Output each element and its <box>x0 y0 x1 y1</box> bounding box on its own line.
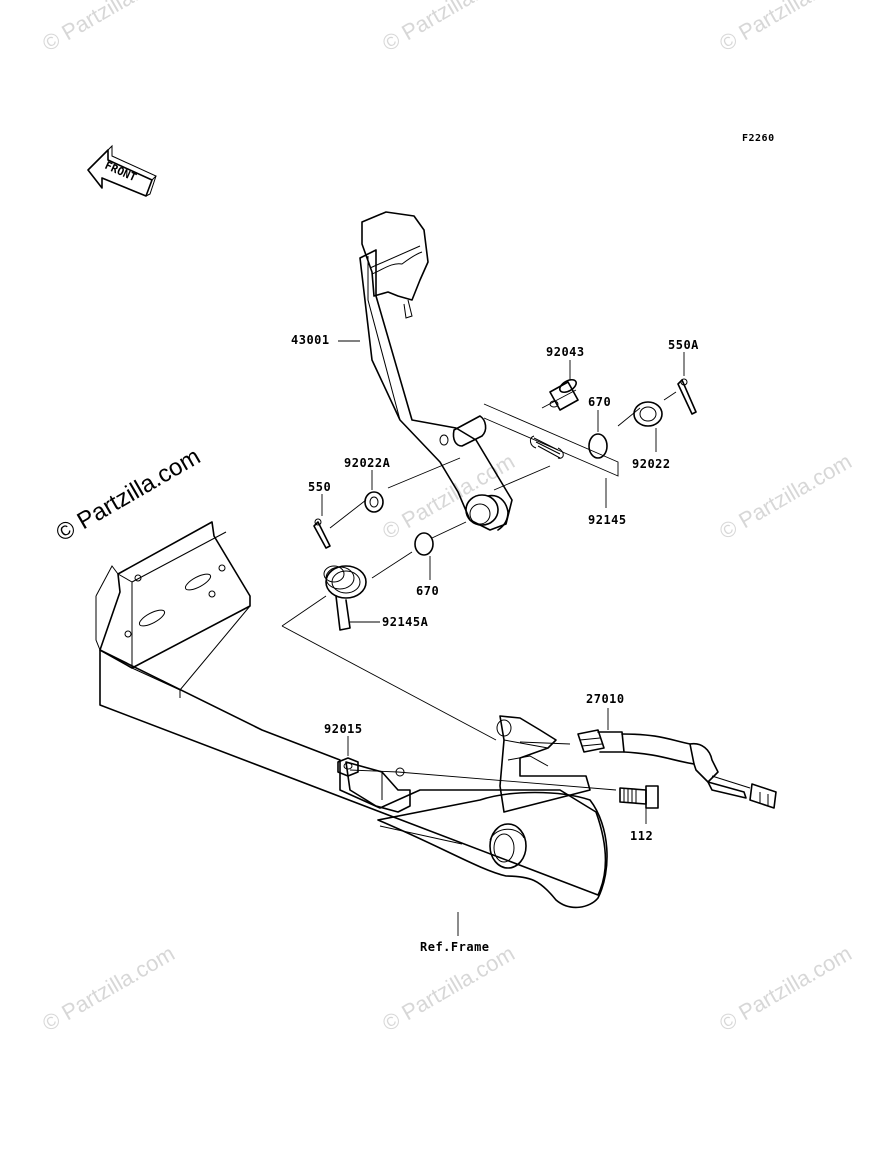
cotter-pin-550 <box>313 518 331 549</box>
brake-switch-27010 <box>577 729 777 809</box>
front-arrow-icon: FRONT <box>87 144 157 197</box>
washer-92022 <box>633 401 663 427</box>
part-label-92022A: 92022A <box>344 456 391 470</box>
axis-line <box>329 499 367 529</box>
watermark: © Partzilla.com <box>38 0 179 56</box>
axis-line <box>519 741 571 745</box>
part-label-27010: 27010 <box>586 692 625 706</box>
part-label-92145: 92145 <box>588 513 627 527</box>
nut-92015 <box>337 757 359 777</box>
brake-pedal-43001 <box>359 211 513 531</box>
axis-line <box>617 407 641 427</box>
axis-line <box>371 551 413 579</box>
bolt-112 <box>619 785 659 809</box>
torsion-spring-92145A <box>323 565 367 631</box>
part-label-550A: 550A <box>668 338 699 352</box>
washer-92022A <box>364 491 384 513</box>
axis-line <box>663 391 677 401</box>
axis-line <box>281 595 327 627</box>
watermark: © Partzilla.com <box>378 0 519 56</box>
part-label-112: 112 <box>630 829 653 843</box>
part-label-670-lower: 670 <box>416 584 439 598</box>
part-label-550: 550 <box>308 480 331 494</box>
watermark: © Partzilla.com <box>715 449 856 545</box>
diagram-code: F2260 <box>742 133 775 144</box>
ref-frame-label: Ref.Frame <box>420 940 490 954</box>
part-label-670-upper: 670 <box>588 395 611 409</box>
cotter-pin-550A <box>677 378 697 415</box>
watermark: © Partzilla.com <box>715 941 856 1037</box>
watermark: © Partzilla.com <box>715 0 856 56</box>
frame <box>95 521 608 909</box>
axis-line <box>431 521 467 539</box>
axis-line <box>493 465 551 491</box>
part-label-92015: 92015 <box>324 722 363 736</box>
o-ring-670-lower <box>414 532 434 556</box>
part-label-92022: 92022 <box>632 457 671 471</box>
axis-line <box>541 389 577 409</box>
watermark: © Partzilla.com <box>38 941 179 1037</box>
part-label-92145A: 92145A <box>382 615 429 629</box>
axis-line <box>387 457 461 489</box>
part-label-43001: 43001 <box>291 333 330 347</box>
spring-92145 <box>529 435 564 459</box>
watermark: © Partzilla.com <box>378 941 519 1037</box>
axis-line <box>281 625 497 741</box>
watermark-layer: © Partzilla.com © Partzilla.com © Partzi… <box>38 0 856 1036</box>
axis-line <box>349 769 617 791</box>
part-label-92043: 92043 <box>546 345 585 359</box>
pin-92043 <box>549 378 579 411</box>
o-ring-670-upper <box>588 433 608 459</box>
watermark-main: © Partzilla.com <box>52 443 206 547</box>
